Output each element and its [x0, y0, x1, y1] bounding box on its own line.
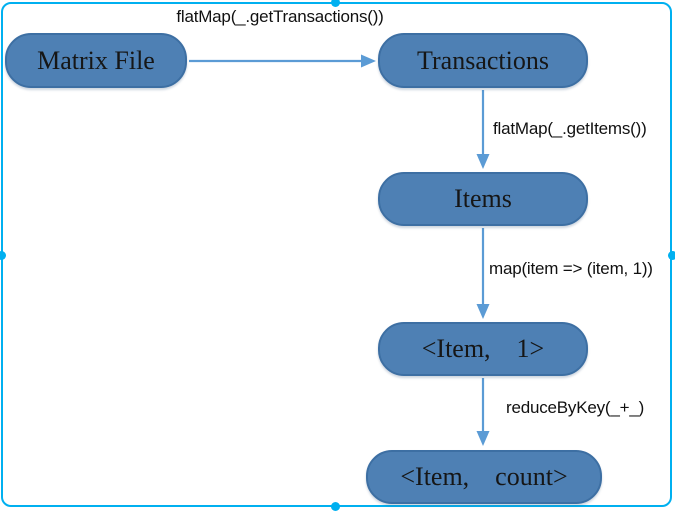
edge-label-map-item-1: map(item => (item, 1)) — [489, 259, 653, 278]
node-item-1[interactable]: <Item, 1> — [378, 322, 588, 376]
selection-handle-left[interactable] — [0, 251, 6, 260]
edge-label-flatmap-getitems: flatMap(_.getItems()) — [493, 119, 647, 138]
selection-handle-top[interactable] — [331, 0, 340, 7]
node-items[interactable]: Items — [378, 172, 588, 226]
selection-handle-right[interactable] — [668, 251, 675, 260]
selection-handle-bottom[interactable] — [331, 502, 340, 511]
node-transactions[interactable]: Transactions — [378, 33, 588, 88]
node-matrix-file[interactable]: Matrix File — [5, 33, 187, 88]
edge-label-flatmap-gettransactions: flatMap(_.getTransactions()) — [176, 7, 384, 26]
node-item-count[interactable]: <Item, count> — [366, 450, 602, 504]
edge-label-reducebykey: reduceByKey(_+_) — [506, 398, 645, 417]
